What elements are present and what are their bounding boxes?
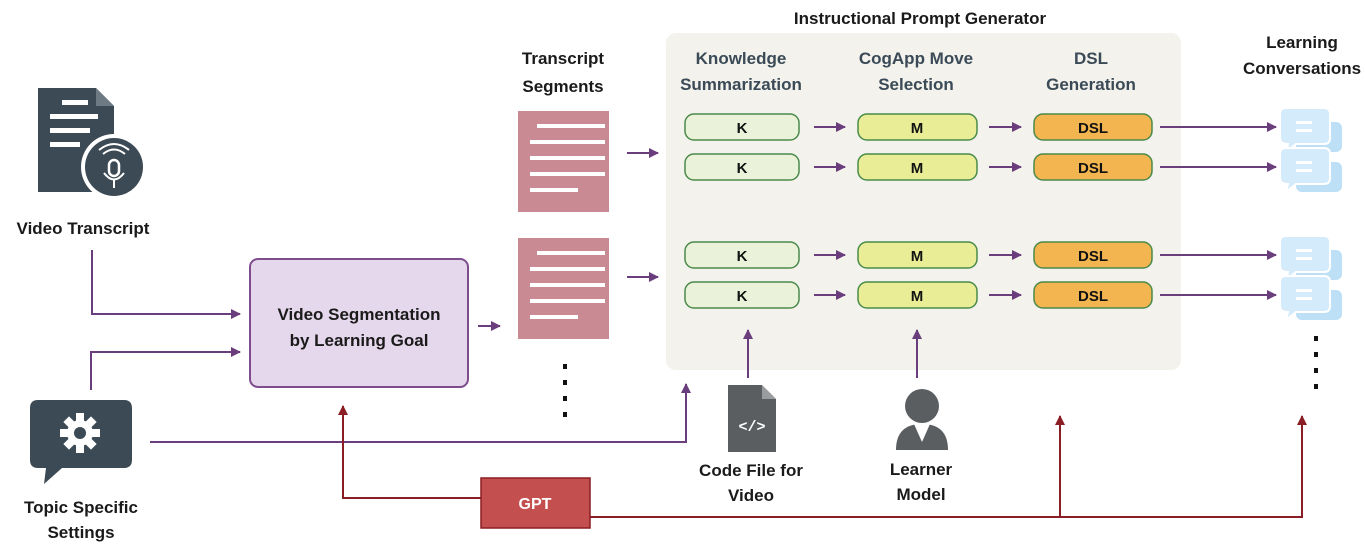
segmentation-label-line2: by Learning Goal: [290, 331, 429, 350]
learning-conversations-label-line2: Conversations: [1243, 59, 1361, 78]
k-pill-label: K: [737, 120, 748, 137]
more-conversations-dots: [1314, 336, 1318, 389]
knowledge-header-line1: Knowledge: [696, 49, 787, 68]
more-segments-dots: [563, 364, 567, 417]
code-file-label-line1: Code File for: [699, 461, 803, 480]
gpt-box: [480, 477, 591, 529]
settings-gear-icon: [30, 400, 132, 484]
code-file-label-line2: Video: [728, 486, 774, 505]
k-pill-label: K: [737, 288, 748, 305]
code-file-icon: </>: [728, 385, 776, 452]
m-pill: [857, 241, 978, 269]
m-pill-label: M: [911, 288, 924, 305]
video-transcript-label: Video Transcript: [17, 219, 150, 238]
pill-row: K M DSL: [684, 113, 1153, 141]
m-pill-label: M: [911, 248, 924, 265]
k-pill-label: K: [737, 248, 748, 265]
purple-arrows: [90, 122, 1277, 443]
dsl-header-line2: Generation: [1046, 75, 1136, 94]
pill-row: K M DSL: [684, 241, 1153, 269]
dsl-pill: [1033, 241, 1153, 269]
learner-model-label-line2: Model: [896, 485, 945, 504]
dsl-pill-label: DSL: [1078, 160, 1108, 177]
dsl-pill-label: DSL: [1078, 288, 1108, 305]
knowledge-header-line2: Summarization: [680, 75, 802, 94]
red-arrows: [338, 405, 1307, 518]
segmentation-label-line1: Video Segmentation: [277, 305, 440, 324]
k-pill: [684, 113, 800, 141]
dsl-pill-label: DSL: [1078, 248, 1108, 265]
pill-row: K M DSL: [684, 281, 1153, 309]
transcript-segment-doc: [518, 111, 609, 212]
chat-icon: [1279, 275, 1342, 323]
dsl-pill: [1033, 153, 1153, 181]
learner-person-icon: [896, 389, 948, 450]
transcript-segment-doc: [518, 238, 609, 339]
k-pill-label: K: [737, 160, 748, 177]
video-segmentation-box: [249, 258, 469, 388]
k-pill: [684, 281, 800, 309]
m-pill-label: M: [911, 120, 924, 137]
video-transcript-icon: [38, 88, 147, 200]
m-pill-label: M: [911, 160, 924, 177]
dsl-pill: [1033, 281, 1153, 309]
svg-text:</>: </>: [738, 419, 765, 436]
dsl-header-line1: DSL: [1074, 49, 1108, 68]
m-pill: [857, 113, 978, 141]
dsl-pill: [1033, 113, 1153, 141]
learning-conversations-label-line1: Learning: [1266, 33, 1338, 52]
learner-model-label-line1: Learner: [890, 460, 953, 479]
cogapp-header-line2: Selection: [878, 75, 954, 94]
prompt-generator-title: Instructional Prompt Generator: [794, 9, 1047, 28]
k-pill: [684, 241, 800, 269]
chat-icon: [1279, 235, 1342, 283]
m-pill: [857, 281, 978, 309]
transcript-segments-label-line2: Segments: [522, 77, 603, 96]
column-headers: Knowledge Summarization CogApp Move Sele…: [680, 49, 1136, 94]
chat-icon: [1279, 147, 1342, 195]
chat-icon: [1279, 107, 1342, 155]
transcript-segments-label-line1: Transcript: [522, 49, 605, 68]
topic-settings-label-line2: Settings: [47, 523, 114, 542]
pill-row: K M DSL: [684, 153, 1153, 181]
m-pill: [857, 153, 978, 181]
gpt-label: GPT: [519, 496, 552, 513]
k-pill: [684, 153, 800, 181]
topic-settings-label-line1: Topic Specific: [24, 498, 138, 517]
cogapp-header-line1: CogApp Move: [859, 49, 973, 68]
dsl-pill-label: DSL: [1078, 120, 1108, 137]
